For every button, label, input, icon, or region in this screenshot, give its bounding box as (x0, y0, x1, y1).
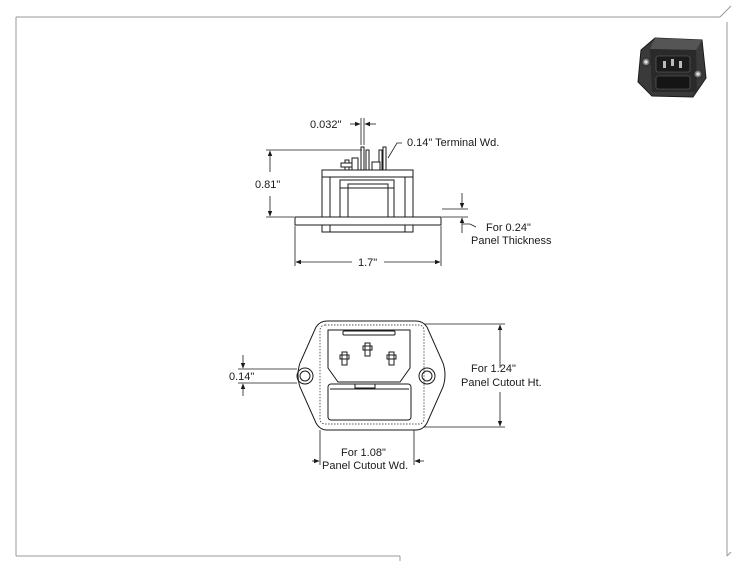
inlet-pins (339, 342, 397, 366)
dim-cutout-width-2: Panel Cutout Wd. (322, 460, 408, 472)
dim-cutout-height-1: For 1.24" (471, 363, 516, 375)
side-terminals (340, 146, 387, 171)
dim-terminal-gap: 0.032" (310, 119, 342, 131)
dim-panel-thickness-2: Panel Thickness (471, 235, 552, 247)
dim-width: 1.7" (358, 257, 377, 269)
front-view-dimensions (238, 323, 505, 465)
front-view (296, 320, 446, 431)
power-entry-module-icon (637, 37, 707, 98)
side-view (294, 146, 442, 233)
side-flange (294, 216, 442, 226)
side-view-dimensions (266, 118, 477, 266)
iec-inlet (327, 329, 411, 383)
mounting-hole-right (418, 367, 436, 385)
dim-terminal-width: 0.14" Terminal Wd. (407, 137, 499, 149)
dim-panel-thickness-1: For 0.24" (486, 222, 531, 234)
dim-cutout-height-2: Panel Cutout Ht. (461, 377, 542, 389)
dim-height: 0.81" (255, 179, 280, 191)
mounting-hole-left (296, 367, 314, 385)
dim-cutout-width-1: For 1.08" (341, 447, 386, 459)
front-flange (297, 320, 446, 431)
dim-hole-offset: 0.14" (229, 371, 254, 383)
sheet-frame (15, 5, 732, 561)
